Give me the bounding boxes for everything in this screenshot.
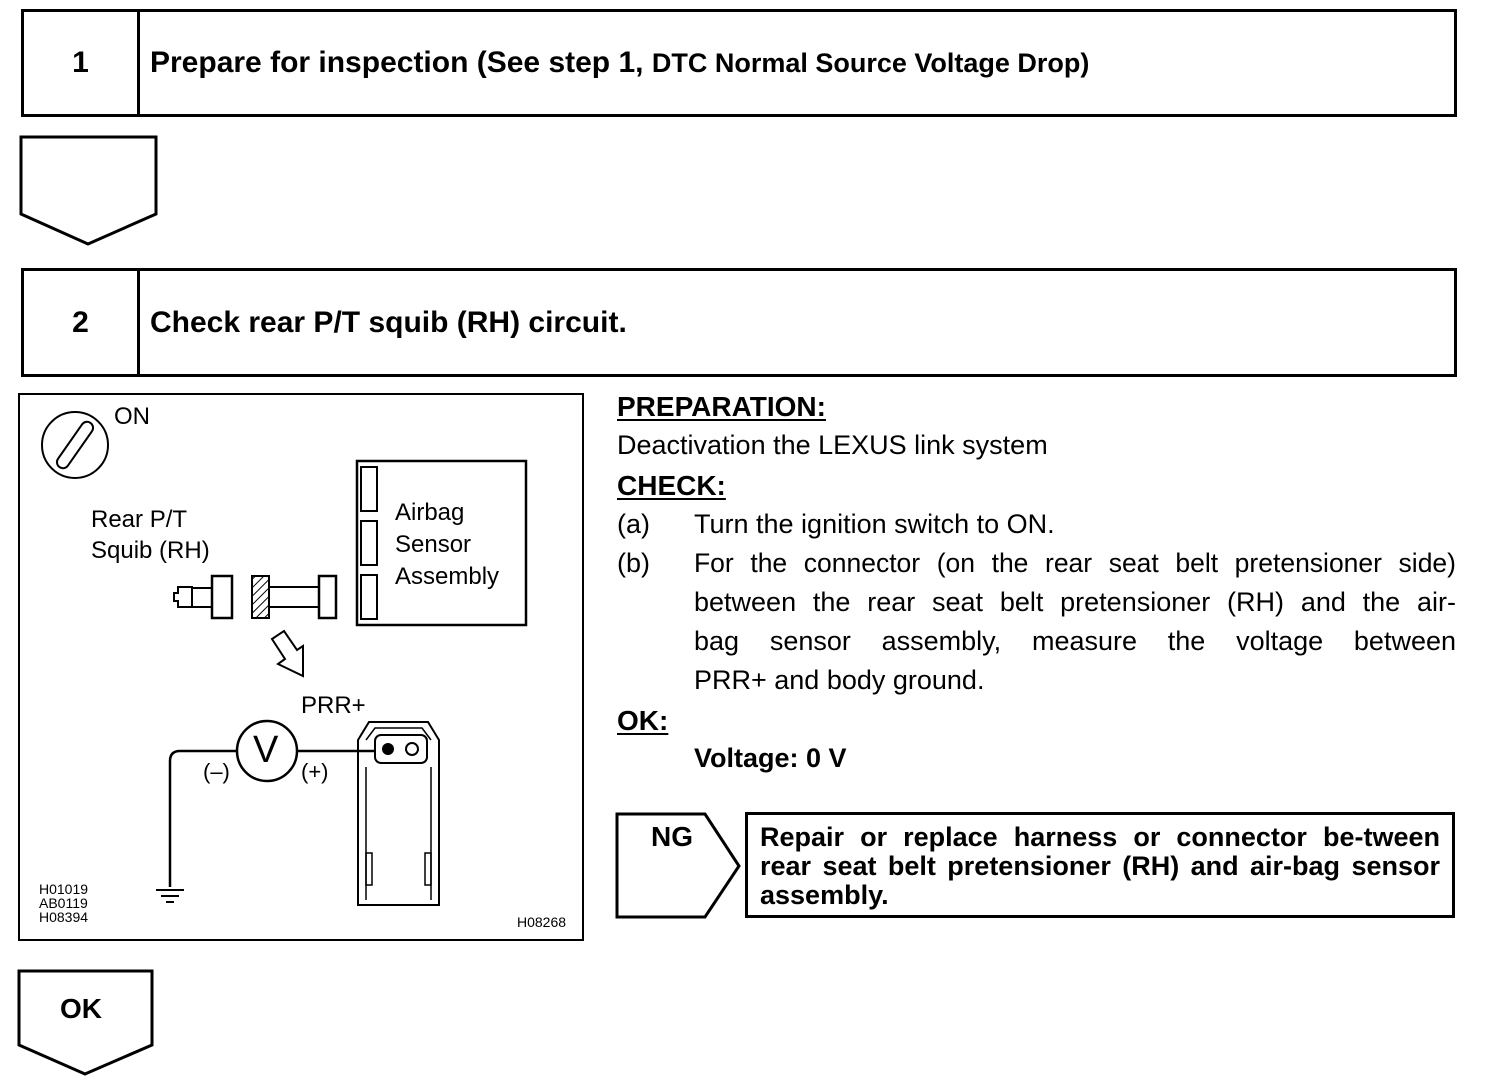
step-2-title: Check rear P/T squib (RH) circuit.: [150, 305, 627, 339]
step-1-number: 1: [24, 12, 140, 114]
ng-label: NG: [651, 821, 693, 852]
check-item-b-line-1: For the connector (on the rear seat belt…: [694, 548, 1456, 578]
circuit-diagram: ON Rear P/T Squib (RH) Airbag Sensor Ass…: [18, 393, 584, 941]
step-1-title-ref: DTC Normal Source Voltage Drop): [651, 47, 1090, 78]
squib-label-line-2: Squib (RH): [91, 537, 210, 564]
check-item-b-marker: (b): [617, 548, 650, 578]
flow-arrow-1: [19, 135, 158, 246]
airbag-sensor-assembly-icon: [355, 459, 528, 627]
ok-flow-arrow: [17, 969, 154, 1076]
step-2-number: 2: [24, 271, 140, 374]
diagram-code-2: AB0119: [39, 895, 88, 911]
check-item-a-marker: (a): [617, 509, 650, 539]
ignition-key-icon: [41, 411, 109, 479]
sensor-label-line-2: Sensor: [395, 531, 472, 558]
figure-code: H08268: [517, 914, 567, 930]
sensor-label-line-1: Airbag: [395, 499, 465, 526]
diagram-code-1: H01019: [39, 881, 89, 897]
step-2-header: 2 Check rear P/T squib (RH) circuit.: [21, 268, 1457, 377]
voltmeter-symbol: V: [253, 729, 279, 771]
harness-connector-icon: [251, 574, 338, 620]
ng-action-text: Repair or replace harness or connector b…: [745, 812, 1455, 918]
check-item-b-line-4: PRR+ and body ground.: [694, 665, 985, 695]
squib-connector-icon: [173, 574, 234, 620]
ok-heading: OK:: [617, 705, 669, 736]
check-item-a-text: Turn the ignition switch to ON.: [694, 509, 1055, 539]
check-item-b-line-3: bag sensor assembly, measure the voltage…: [694, 626, 1456, 656]
step-1-title-main: Prepare for inspection (See step 1,: [150, 46, 644, 79]
positive-probe-label: (+): [301, 759, 329, 784]
sensor-label-line-3: Assembly: [395, 563, 500, 590]
squib-label-line-1: Rear P/T: [91, 506, 188, 533]
ground-icon: [156, 889, 184, 903]
step-1-header: 1 Prepare for inspection (See step 1, DT…: [21, 9, 1457, 117]
negative-probe-label: (–): [203, 759, 230, 784]
diagram-code-3: H08394: [39, 909, 89, 925]
check-heading: CHECK:: [617, 470, 726, 501]
pretensioner-connector-icon: [357, 721, 440, 906]
preparation-text: Deactivation the LEXUS link system: [617, 430, 1048, 460]
terminal-label: PRR+: [301, 692, 366, 719]
ng-arrow-box: [615, 812, 741, 919]
step-1-title: Prepare for inspection (See step 1, DTC …: [150, 12, 1089, 114]
ok-branch-label: OK: [60, 993, 102, 1024]
ok-value: Voltage: 0 V: [694, 743, 847, 773]
check-item-b-line-2: between the rear seat belt pretensioner …: [694, 587, 1456, 617]
down-arrow-icon: [270, 629, 304, 678]
preparation-heading: PREPARATION:: [617, 391, 826, 422]
on-label: ON: [114, 403, 150, 430]
